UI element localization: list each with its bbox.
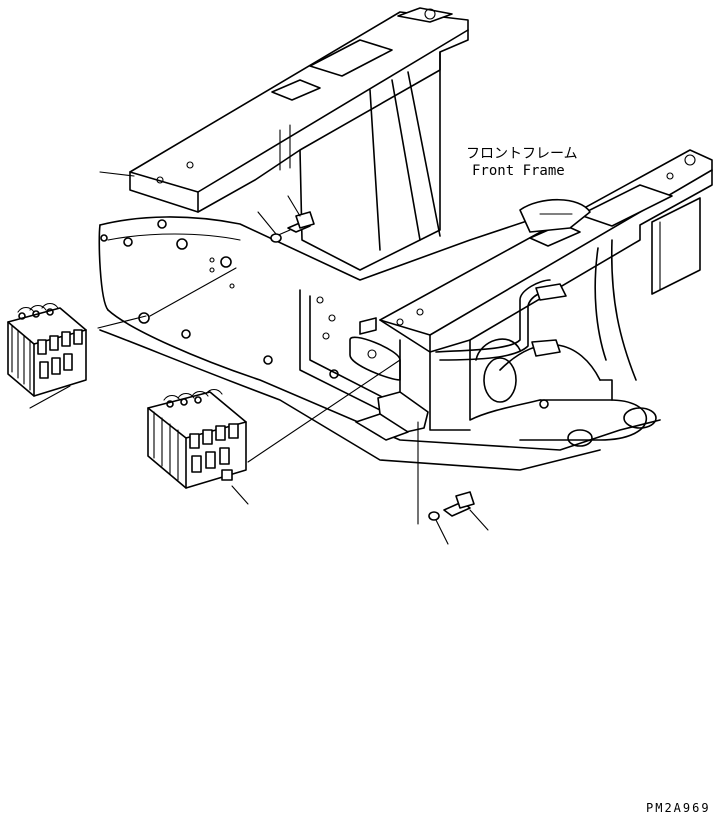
bolt-lower xyxy=(428,491,475,521)
front-frame xyxy=(98,7,713,471)
part-name-jp: フロントフレーム xyxy=(466,146,578,162)
drawing-code: PM2A969 xyxy=(646,801,711,815)
leader-lines xyxy=(29,171,489,545)
control-valve-left xyxy=(7,302,87,397)
part-name-en: Front Frame xyxy=(472,163,565,179)
control-valve-center xyxy=(147,388,247,489)
bolt-upper xyxy=(270,211,315,243)
